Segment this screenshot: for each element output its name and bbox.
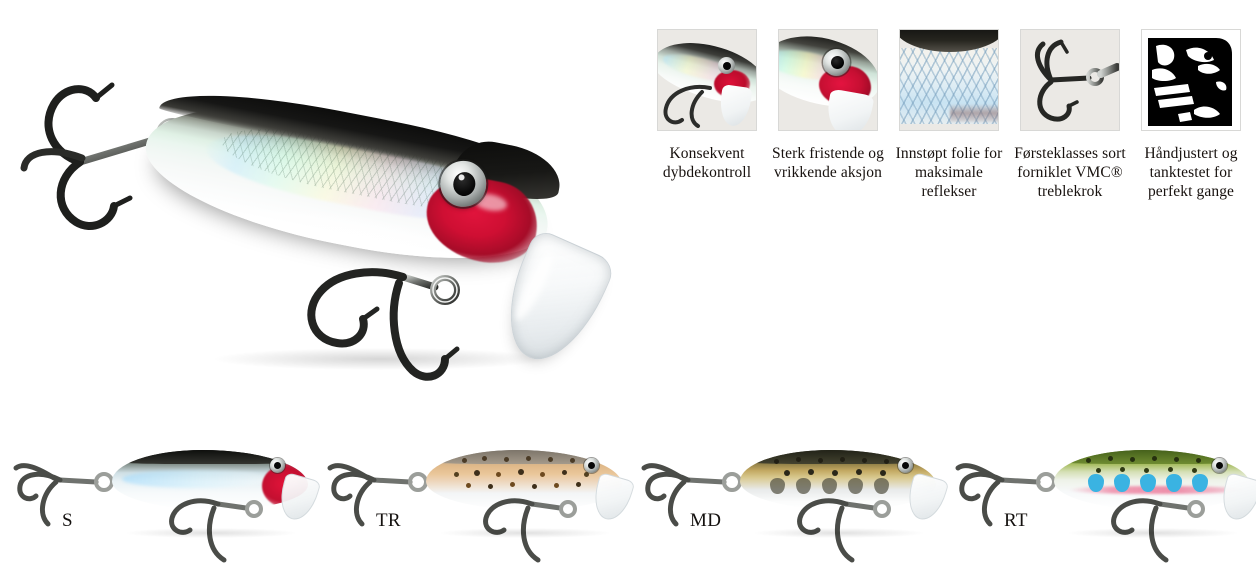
feature-caption-foil: Innstøpt folie for maksimale reflekser xyxy=(895,145,1003,200)
variant-tr-tail-hook-icon xyxy=(318,456,428,532)
variant-label-md: MD xyxy=(690,510,722,531)
thumb4-hook-icon xyxy=(1021,30,1119,130)
variant-s[interactable]: S xyxy=(0,418,322,563)
variant-tr-image xyxy=(327,432,636,563)
feature-item-hand-tuned: Håndjustert og tanktestet for perfekt ga… xyxy=(1133,29,1249,202)
thumb1-pupil xyxy=(723,62,731,70)
feature-item-depth-control: Konsekvent dybdekontroll xyxy=(649,29,765,202)
variant-label-s: S xyxy=(62,510,73,531)
foil-reflection-thumb xyxy=(899,29,999,131)
variant-tr-spots xyxy=(426,450,622,510)
thumb2-pupil xyxy=(831,56,844,69)
variant-tr-pupil xyxy=(588,462,595,469)
thumb1-hook-icon xyxy=(660,82,712,128)
wobble-action-thumb xyxy=(778,29,878,131)
hero-drop-shadow xyxy=(215,348,545,370)
feature-caption-hand-tuned: Håndjustert og tanktestet for perfekt ga… xyxy=(1144,145,1238,200)
variant-rt-pupil xyxy=(1216,462,1223,469)
variant-tr-belly-hook-icon xyxy=(476,488,596,566)
feature-caption-depth-control: Konsekvent dybdekontroll xyxy=(662,145,752,181)
variant-rt-spots xyxy=(1054,450,1250,510)
variant-md-tail-hook-icon xyxy=(632,456,742,532)
thumb3-dark-back xyxy=(900,30,998,52)
color-variant-row: S xyxy=(0,418,1256,563)
variant-md[interactable]: MD xyxy=(628,418,950,563)
variant-rt-pink-stripe xyxy=(1068,486,1244,494)
variant-md-spots xyxy=(740,450,936,510)
variant-label-tr: TR xyxy=(376,510,401,531)
feature-item-wobble-action: Sterk fristende og vrikkende aksjon xyxy=(770,29,886,202)
variant-md-belly-hook-icon xyxy=(790,488,910,566)
variant-s-body xyxy=(112,450,308,510)
variant-label-rt: RT xyxy=(1004,510,1028,531)
variant-md-image xyxy=(641,432,950,563)
feature-item-foil: Innstøpt folie for maksimale reflekser xyxy=(891,29,1007,202)
variant-rt-belly-hook-icon xyxy=(1104,488,1224,566)
feature-list: Konsekvent dybdekontroll Sterk fristende… xyxy=(649,29,1249,202)
hero-lure-image xyxy=(0,18,640,388)
variant-s-image xyxy=(13,432,322,563)
thumb3-lower-band xyxy=(950,104,998,122)
variant-rt[interactable]: RT xyxy=(942,418,1256,563)
variant-s-blue-stripe xyxy=(122,470,272,488)
feature-caption-vmc-hook: Førsteklasses sort forniklet VMC® treble… xyxy=(1014,145,1126,200)
vmc-treble-hook-thumb xyxy=(1020,29,1120,131)
hand-tuned-tank-tested-thumb xyxy=(1141,29,1241,131)
belly-treble-hook-icon xyxy=(285,243,485,393)
thumb1-lip xyxy=(717,84,753,128)
thumb2-lip xyxy=(823,88,875,130)
feature-item-vmc-hook: Førsteklasses sort forniklet VMC® treble… xyxy=(1012,29,1128,202)
thumb5-worker-illustration xyxy=(1142,30,1240,130)
depth-control-thumb xyxy=(657,29,757,131)
variant-s-tail-hook-icon xyxy=(4,456,114,532)
feature-caption-wobble-action: Sterk fristende og vrikkende aksjon xyxy=(772,145,884,181)
variant-tr[interactable]: TR xyxy=(314,418,636,563)
variant-rt-shadow xyxy=(1068,528,1238,538)
variant-rt-image xyxy=(955,432,1256,563)
variant-s-shadow xyxy=(126,528,296,538)
variant-s-dorsal xyxy=(114,450,306,464)
variant-s-belly-hook-icon xyxy=(162,488,282,566)
variant-md-shadow xyxy=(754,528,924,538)
variant-tr-shadow xyxy=(440,528,610,538)
variant-s-pupil xyxy=(274,462,281,469)
variant-md-pupil xyxy=(902,462,909,469)
variant-rt-tail-hook-icon xyxy=(946,456,1056,532)
